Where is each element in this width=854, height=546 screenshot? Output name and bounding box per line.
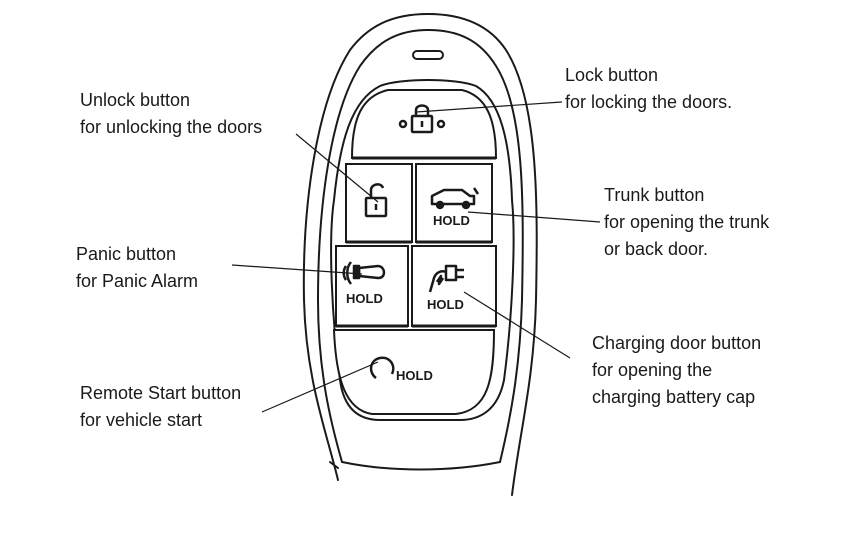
trunk-callout: Trunk button for opening the trunk or ba… [604,182,769,263]
locked-padlock-icon [398,104,446,134]
panic-callout-desc: for Panic Alarm [76,271,199,291]
power-icon [369,356,395,379]
start-callout: Remote Start button for vehicle start [80,380,241,434]
fob-bottom-seam [341,461,501,471]
panic-callout-title: Panic button [76,244,177,264]
charging-hold-label: HOLD [427,297,464,312]
start-callout-title: Remote Start button [80,383,242,403]
fob-top-slot [412,50,444,60]
start-hold-label: HOLD [396,368,433,383]
trunk-callout-desc-line1: for opening the trunk [604,212,770,232]
lock-key[interactable] [350,89,498,159]
trunk-leader-line [467,211,601,223]
trunk-hold-label: HOLD [433,213,470,228]
lock-leader-line [415,101,563,113]
charging-callout-title: Charging door button [592,333,762,353]
start-callout-desc: for vehicle start [80,410,203,430]
panic-hold-label: HOLD [346,291,383,306]
fob-inner-rim [317,29,524,463]
lock-callout-title: Lock button [565,65,659,85]
panic-callout: Panic button for Panic Alarm [76,241,198,295]
unlock-callout-title: Unlock button [80,90,191,110]
start-key[interactable] [332,329,496,415]
unlock-key[interactable] [345,163,413,243]
panic-leader-line [231,264,363,275]
charging-key[interactable] [411,245,497,327]
unlock-callout-desc: for unlocking the doors [80,117,263,137]
panic-key[interactable] [335,245,409,327]
fob-outer-shell [302,13,538,496]
charging-callout-desc-line1: for opening the [592,360,713,380]
unlocked-padlock-icon [364,183,388,218]
charging-plug-icon [428,264,464,293]
trunk-callout-title: Trunk button [604,185,705,205]
unlock-callout: Unlock button for unlocking the doors [80,87,262,141]
unlock-leader-line [295,133,379,203]
start-leader-line [261,361,379,413]
lock-callout: Lock button for locking the doors. [565,62,732,116]
charging-leader-line [463,291,571,359]
car-trunk-icon [430,187,480,210]
trunk-callout-desc-line2: or back door. [604,239,709,259]
lock-callout-desc: for locking the doors. [565,92,733,112]
charging-callout: Charging door button for opening the cha… [592,330,761,411]
charging-callout-desc-line2: charging battery cap [592,387,756,407]
